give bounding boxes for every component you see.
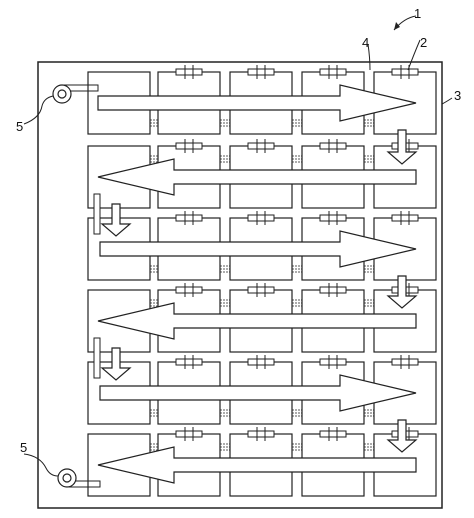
turn-arrow-3 xyxy=(100,347,132,381)
label-5-bottom: 5 xyxy=(20,440,27,455)
connector-pin xyxy=(247,142,275,150)
connector-pin xyxy=(247,286,275,294)
label-3: 3 xyxy=(454,88,461,103)
connector-pin xyxy=(175,214,203,222)
turn-arrow-1 xyxy=(100,203,132,237)
flow-arrow-row-3 xyxy=(97,302,417,340)
connector-pin xyxy=(319,142,347,150)
leader-4 xyxy=(367,43,371,71)
leader-5-top xyxy=(23,95,54,125)
connector-pin xyxy=(391,68,419,76)
connector-pin xyxy=(319,286,347,294)
connector-pin xyxy=(391,214,419,222)
connector-pin xyxy=(175,358,203,366)
label-4: 4 xyxy=(362,35,369,50)
connector-pin xyxy=(319,430,347,438)
flow-arrow-row-1 xyxy=(97,158,417,196)
turn-guide xyxy=(93,193,101,235)
flow-arrow-row-4 xyxy=(99,374,417,412)
connector-pin xyxy=(175,142,203,150)
label-2: 2 xyxy=(420,35,427,50)
leader-2 xyxy=(407,39,421,71)
turn-arrows xyxy=(93,129,418,453)
flow-arrows xyxy=(97,84,417,484)
turn-arrow-0 xyxy=(386,129,418,165)
connector-pin xyxy=(175,68,203,76)
connector-pin xyxy=(247,358,275,366)
flow-arrow-row-0 xyxy=(97,84,417,122)
label-5-top: 5 xyxy=(16,119,23,134)
flow-arrow-row-5 xyxy=(97,446,417,484)
connector-pin xyxy=(319,214,347,222)
connector-pin xyxy=(175,286,203,294)
connector-pin xyxy=(247,214,275,222)
outer-frame xyxy=(37,61,443,509)
leader-5-bottom xyxy=(23,453,59,477)
connector-pin xyxy=(391,358,419,366)
connector-pin xyxy=(175,430,203,438)
connector-pin xyxy=(319,68,347,76)
connector-pin xyxy=(247,68,275,76)
port-top-icon xyxy=(52,84,99,104)
leader-3 xyxy=(441,97,453,105)
connector-pin xyxy=(247,430,275,438)
turn-arrow-4 xyxy=(386,419,418,453)
turn-guide xyxy=(93,337,101,379)
turn-arrow-2 xyxy=(386,275,418,309)
label-1: 1 xyxy=(414,6,421,21)
connector-pin xyxy=(319,358,347,366)
port-bottom-icon xyxy=(57,468,101,488)
flow-arrow-row-2 xyxy=(99,230,417,268)
